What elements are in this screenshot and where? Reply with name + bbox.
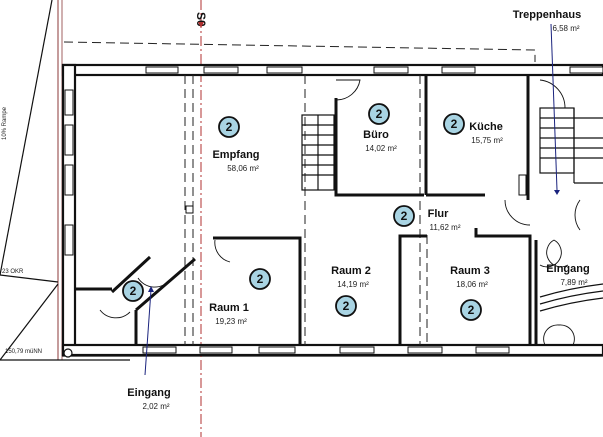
window	[145, 66, 179, 74]
svg-text:2: 2	[130, 284, 137, 298]
room-area-treppenhaus: 6,58 m²	[552, 24, 579, 33]
svg-text:2: 2	[343, 299, 350, 313]
window	[339, 346, 375, 354]
axis-label: S0	[194, 12, 208, 27]
window	[64, 124, 74, 156]
wall-north	[61, 63, 603, 77]
room-name-buero: Büro	[363, 129, 389, 141]
room-name-kueche: Küche	[469, 121, 503, 133]
svg-text:2: 2	[257, 272, 264, 286]
room-area-raum2: 14,19 m²	[337, 280, 369, 289]
door-eingang-small	[99, 309, 131, 319]
room-name-eingang: Eingang	[546, 263, 589, 275]
wall-eingang-diag	[110, 255, 152, 294]
room-badge-raum2: 2	[335, 295, 357, 317]
room-name-eingang-small: Eingang	[127, 387, 170, 399]
svg-text:2: 2	[451, 117, 458, 131]
window	[569, 66, 603, 74]
room-name-flur: Flur	[428, 208, 449, 220]
window	[64, 224, 74, 256]
door-eingang-small	[137, 277, 171, 288]
window	[199, 346, 233, 354]
room-area-eingang-small: 2,02 m²	[142, 402, 169, 411]
window	[142, 346, 177, 354]
window	[407, 346, 443, 354]
door-eingang-leaf	[558, 324, 575, 346]
window	[64, 164, 74, 196]
entrance-steps	[539, 283, 603, 312]
window	[258, 346, 296, 354]
wall-raum2-3	[398, 234, 427, 345]
ramp-line	[0, 0, 53, 276]
room-badge-buero: 2	[368, 103, 390, 125]
ramp-line	[0, 283, 59, 361]
window	[373, 66, 409, 74]
room-area-eingang: 7,89 m²	[560, 278, 587, 287]
svg-text:2: 2	[376, 107, 383, 121]
room-badge-eingang-small: 2	[122, 280, 144, 302]
svg-text:2: 2	[401, 209, 408, 223]
room-badge-raum1: 2	[249, 268, 271, 290]
wall-buero	[334, 98, 424, 197]
room-area-raum1: 19,23 m²	[215, 317, 247, 326]
axis-marker-icon	[198, 22, 204, 28]
room-name-empfang: Empfang	[212, 149, 259, 161]
window	[203, 66, 239, 74]
room-badge-flur: 2	[393, 205, 415, 227]
level-label: 150,79 müNN	[5, 349, 42, 355]
wall-south	[61, 343, 603, 357]
arrow-icon	[148, 286, 154, 292]
window	[64, 89, 74, 116]
room-name-treppenhaus: Treppenhaus	[513, 9, 581, 21]
eingang-leader	[144, 289, 152, 376]
window	[475, 346, 510, 354]
door-treppenhaus	[539, 79, 566, 109]
room-area-empfang: 58,06 m²	[227, 164, 259, 173]
door-eingang-leaf	[546, 239, 569, 268]
ramp-label: 10% Rampe	[2, 106, 8, 140]
room-area-flur: 11,62 m²	[430, 223, 461, 232]
column	[63, 348, 73, 358]
wall-raum1	[213, 236, 302, 345]
door-eingang-leaf	[539, 239, 562, 268]
treppenhaus-leader	[550, 23, 558, 191]
door-eingang	[574, 199, 581, 231]
svg-text:2: 2	[468, 303, 475, 317]
stair-treppenhaus	[539, 107, 603, 184]
okr-label: 23 OKR	[2, 269, 24, 275]
room-badge-raum3: 2	[460, 299, 482, 321]
chimney	[518, 174, 527, 196]
room-area-raum3: 18,06 m²	[456, 280, 488, 289]
door-eingang-leaf	[543, 324, 560, 346]
room-area-kueche: 15,75 m²	[471, 136, 503, 145]
door-buero	[335, 79, 361, 101]
svg-text:2: 2	[226, 120, 233, 134]
room-name-raum2: Raum 2	[331, 265, 371, 277]
room-name-raum1: Raum 1	[209, 302, 249, 314]
window	[441, 66, 476, 74]
room-badge-kueche: 2	[443, 113, 465, 135]
room-badge-empfang: 2	[218, 116, 240, 138]
stair-left	[301, 114, 335, 191]
room-area-buero: 14,02 m²	[365, 144, 397, 153]
room-name-raum3: Raum 3	[450, 265, 490, 277]
roof-overhang-line	[63, 41, 536, 62]
ramp-line	[0, 274, 59, 283]
arrow-icon	[554, 190, 560, 195]
door-raum1	[214, 239, 231, 263]
wall-raum3	[474, 228, 532, 345]
window	[266, 66, 303, 74]
column	[185, 205, 194, 214]
door-flur	[504, 199, 531, 226]
